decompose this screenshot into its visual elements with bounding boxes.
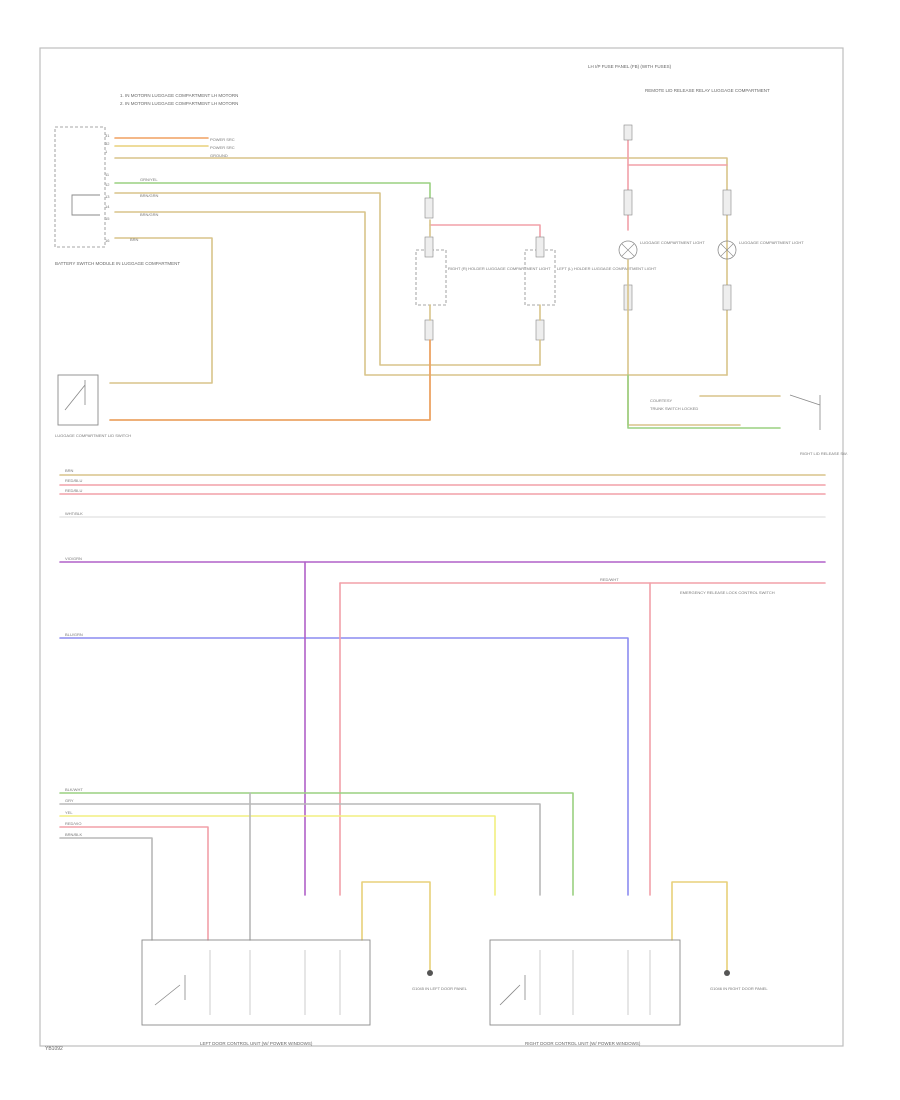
bus-label-1: BRN <box>65 468 74 473</box>
right-switch-label: RIGHT LID RELEASE SW. <box>800 451 848 456</box>
bus-lines: BRN RED/BLU RED/BLU WHT/BLK VIO/GRN RED/… <box>59 468 826 896</box>
wire-tan-4 <box>109 237 213 384</box>
bus-label-12: BRN/BLK <box>65 832 82 837</box>
luggage-light-2: LUGGAGE COMPARTMENT LIGHT <box>717 189 804 311</box>
relay-label: REMOTE LID RELEASE RELAY LUGGAGE COMPART… <box>645 88 770 93</box>
trunk-switch-label: TRUNK SWITCH LOCKED <box>650 406 698 411</box>
left-connector-label: BATTERY SWITCH MODULE IN LUGGAGE COMPART… <box>55 261 180 266</box>
wire-tag-3: BRN/GRN <box>140 212 159 217</box>
bus-label-8: BLK/WHT <box>65 787 83 792</box>
diagram-code: YB1092 <box>45 1046 63 1052</box>
svg-text:11: 11 <box>105 172 110 177</box>
svg-text:32: 32 <box>105 141 110 146</box>
wire-tan-3 <box>114 211 728 376</box>
svg-text:13: 13 <box>105 194 110 199</box>
left-door-module-label: LEFT DOOR CONTROL UNIT (W/ POWER WINDOWS… <box>200 1041 313 1046</box>
left-door-module: LEFT DOOR CONTROL UNIT (W/ POWER WINDOWS… <box>141 939 371 1046</box>
ground-wire-a <box>361 881 431 971</box>
wire-tan-2 <box>114 192 541 366</box>
right-lid-switch: RIGHT LID RELEASE SW. COURTESY TRUNK SWI… <box>650 394 848 456</box>
lamp-2-label: LUGGAGE COMPARTMENT LIGHT <box>739 240 804 245</box>
ground-a-label: G1045 IN LEFT DOOR PANEL <box>412 986 468 991</box>
ground-b: G1046 IN RIGHT DOOR PANEL <box>710 970 768 991</box>
courtesy-label: COURTESY <box>650 398 672 403</box>
bus-label-11: RED/VIO <box>65 821 81 826</box>
svg-text:16: 16 <box>105 238 110 243</box>
bus-label-4: WHT/BLK <box>65 511 83 516</box>
bus-blue <box>59 637 629 896</box>
svg-text:12: 12 <box>105 182 110 187</box>
rh-holder-assembly: RIGHT (R) HOLDER LUGGAGE COMPARTMENT LIG… <box>109 197 551 421</box>
svg-text:15: 15 <box>105 216 110 221</box>
bus-label-3: RED/BLU <box>65 488 82 493</box>
luggage-light-1: LUGGAGE COMPARTMENT LIGHT <box>618 189 741 426</box>
bus-label-2: RED/BLU <box>65 478 82 483</box>
ground-a: G1045 IN LEFT DOOR PANEL <box>412 970 468 991</box>
wire-tag-4: BRN <box>130 237 139 242</box>
lh-holder-assembly: LEFT (L) HOLDER LUGGAGE COMPARTMENT LIGH… <box>524 236 657 366</box>
svg-text:31: 31 <box>105 133 110 138</box>
bus-label-10: YEL <box>65 810 73 815</box>
wire-green-top <box>114 182 431 206</box>
diagram-frame <box>39 47 844 1047</box>
bus-label-6: RED/WHT <box>600 577 619 582</box>
right-door-module: RIGHT DOOR CONTROL UNIT (W/ POWER WINDOW… <box>489 939 681 1046</box>
note-2: 2. IN MOTORN LUGGAGE COMPARTMENT LH MOTO… <box>120 101 238 106</box>
lower-gray-2 <box>59 837 153 941</box>
wire-tag-2: BRN/GRN <box>140 193 159 198</box>
right-door-module-label: RIGHT DOOR CONTROL UNIT (W/ POWER WINDOW… <box>525 1041 641 1046</box>
wire-label-a: POWER SRC <box>210 137 235 142</box>
bus-label-7: BLU/GRN <box>65 632 83 637</box>
lh-holder-label: LEFT (L) HOLDER LUGGAGE COMPARTMENT LIGH… <box>557 266 657 271</box>
svg-text:14: 14 <box>105 204 110 209</box>
ground-b-label: G1046 IN RIGHT DOOR PANEL <box>710 986 768 991</box>
lid-switch-label: LUGGAGE COMPARTMENT LID SWITCH <box>55 433 131 438</box>
wire-tag-1: GRN/YEL <box>140 177 158 182</box>
lower-green <box>59 792 574 896</box>
svg-text:1: 1 <box>105 149 108 154</box>
left-connector: 31 32 1 11 12 13 14 15 16 BATTERY SWITCH… <box>54 126 180 266</box>
note-1: 1. IN MOTORN LUGGAGE COMPARTMENT LH MOTO… <box>120 93 238 98</box>
rh-holder-label: RIGHT (R) HOLDER LUGGAGE COMPARTMENT LIG… <box>448 266 551 271</box>
wire-label-b: POWER SRC <box>210 145 235 150</box>
wire-fuse-feed <box>627 129 728 166</box>
wire-orange-bottom <box>109 339 431 421</box>
lamp-1-label: LUGGAGE COMPARTMENT LIGHT <box>640 240 705 245</box>
wire-pink-link <box>429 224 541 241</box>
fuse-panel-label: LH I/P FUSE PANEL (FB) (WITH FUSES) <box>588 64 672 69</box>
ground-wire-b <box>671 881 728 971</box>
emergency-release-label: EMERGENCY RELEASE LOCK CONTROL SWITCH <box>680 590 775 595</box>
lower-yellow <box>59 815 496 896</box>
bus-label-5: VIO/GRN <box>65 556 82 561</box>
trunk-switch: LUGGAGE COMPARTMENT LID SWITCH <box>55 374 131 438</box>
wire-label-c: GROUND <box>210 153 228 158</box>
bus-label-9: GRY <box>65 798 74 803</box>
lower-gray <box>59 803 541 896</box>
lower-pink <box>59 826 209 941</box>
wire-green-switch <box>627 374 781 429</box>
